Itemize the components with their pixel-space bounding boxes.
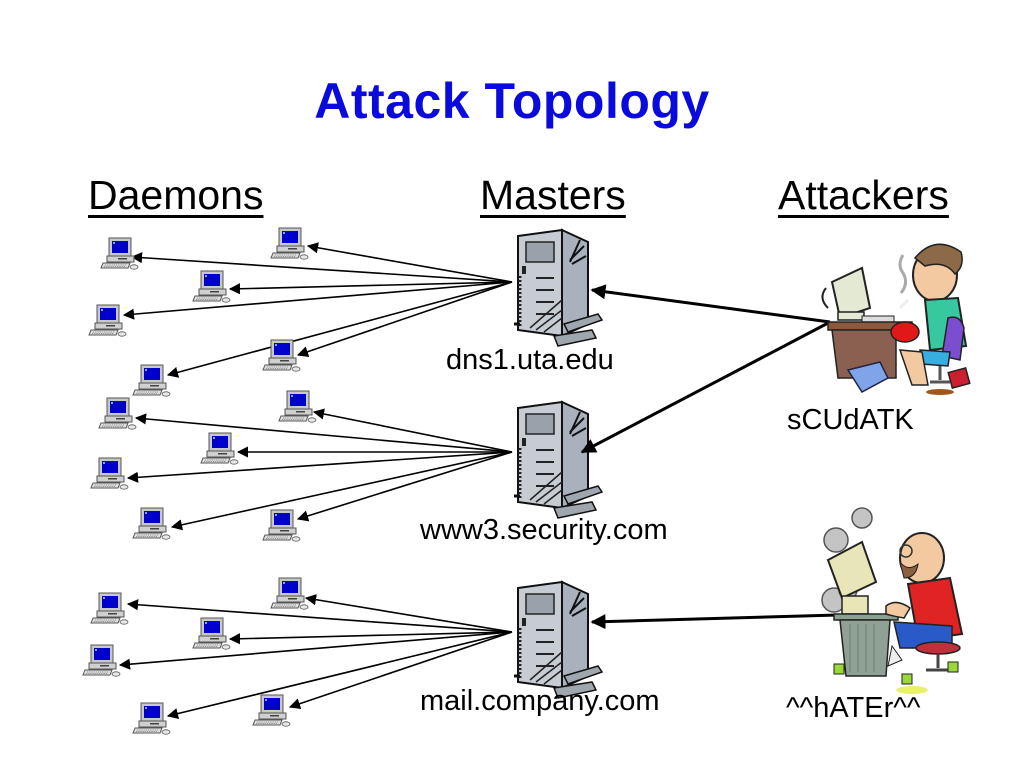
server-tower-icon [512,400,604,520]
master-label-www3: www3.security.com [420,514,668,546]
daemon-group-2 [90,390,317,542]
master-label-mail: mail.company.com [420,685,660,717]
server-tower-icon [512,580,604,700]
attacker-label-scudatk: sCUdATK [787,404,914,436]
daemon-group-1 [88,227,309,397]
master-label-dns1: dns1.uta.edu [446,344,614,376]
desktop-computer-icon [100,237,139,270]
desktop-computer-icon [90,457,129,490]
desktop-computer-icon [262,339,301,372]
desktop-computer-icon [132,507,171,540]
column-header-attackers: Attackers [778,172,949,218]
desktop-computer-icon [270,227,309,260]
desktop-computer-icon [88,304,127,337]
desktop-computer-icon [90,592,129,625]
hacker-at-desk-icon [821,243,971,395]
column-header-masters: Masters [480,172,626,218]
desktop-computer-icon [132,364,171,397]
attacker-links [580,284,839,630]
desktop-computer-icon [200,432,239,465]
desktop-computer-icon [278,390,317,423]
attacker-label-hater: ^^hATEr^^ [786,692,921,724]
daemon-links-www3 [126,408,513,531]
desktop-computer-icon [270,577,309,610]
daemon-group-3 [82,577,309,735]
desktop-computer-icon [82,644,121,677]
server-tower-icon [512,228,604,348]
desktop-computer-icon [98,397,137,430]
desktop-computer-icon [192,617,231,650]
page-title: Attack Topology [314,73,710,129]
angry-hacker-smoking-computer-icon [821,507,964,694]
daemon-links-mail [118,594,513,720]
desktop-computer-icon [192,270,231,303]
desktop-computer-icon [132,702,171,735]
daemon-links-dns1 [122,242,513,378]
column-header-daemons: Daemons [88,172,264,218]
desktop-computer-icon [262,509,301,542]
desktop-computer-icon [252,694,291,727]
